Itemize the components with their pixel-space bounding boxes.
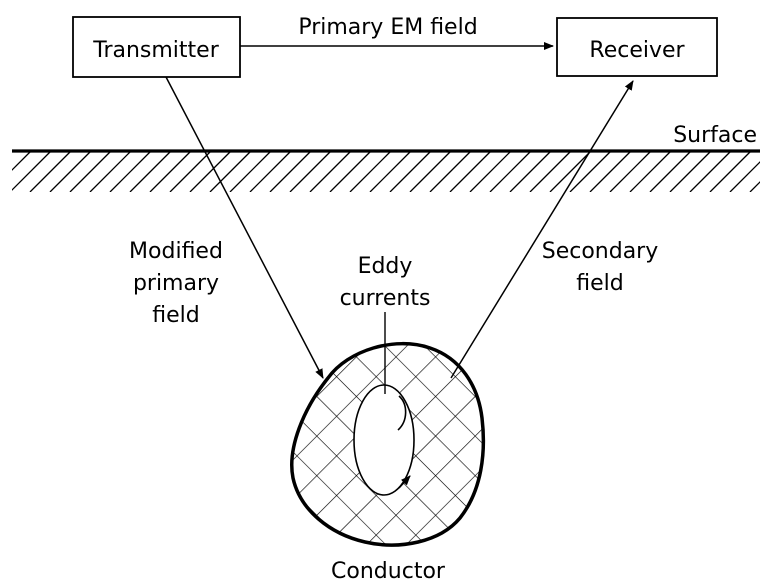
receiver-label: Receiver (589, 38, 685, 63)
ground-hatching (12, 151, 760, 192)
eddy-currents-label-line1: Eddy (358, 254, 413, 279)
modified-primary-label-line2: primary (133, 271, 219, 296)
secondary-field-label-line2: field (576, 271, 623, 296)
modified-primary-label-line1: Modified (129, 239, 223, 264)
ground-surface (12, 149, 760, 192)
transmitter-label: Transmitter (92, 38, 219, 63)
eddy-current-loop (353, 384, 415, 496)
modified-primary-label-line3: field (152, 303, 199, 328)
primary-field-label: Primary EM field (298, 15, 477, 40)
modified-primary-field-arrow (165, 76, 324, 379)
transmitter-box: Transmitter (72, 16, 241, 78)
surface-label: Surface (673, 123, 757, 148)
conductor-label: Conductor (331, 559, 446, 584)
secondary-field-arrow (450, 80, 634, 379)
receiver-box: Receiver (556, 17, 718, 77)
secondary-field-label-line1: Secondary (542, 239, 659, 264)
eddy-currents-label-line2: currents (340, 286, 431, 311)
